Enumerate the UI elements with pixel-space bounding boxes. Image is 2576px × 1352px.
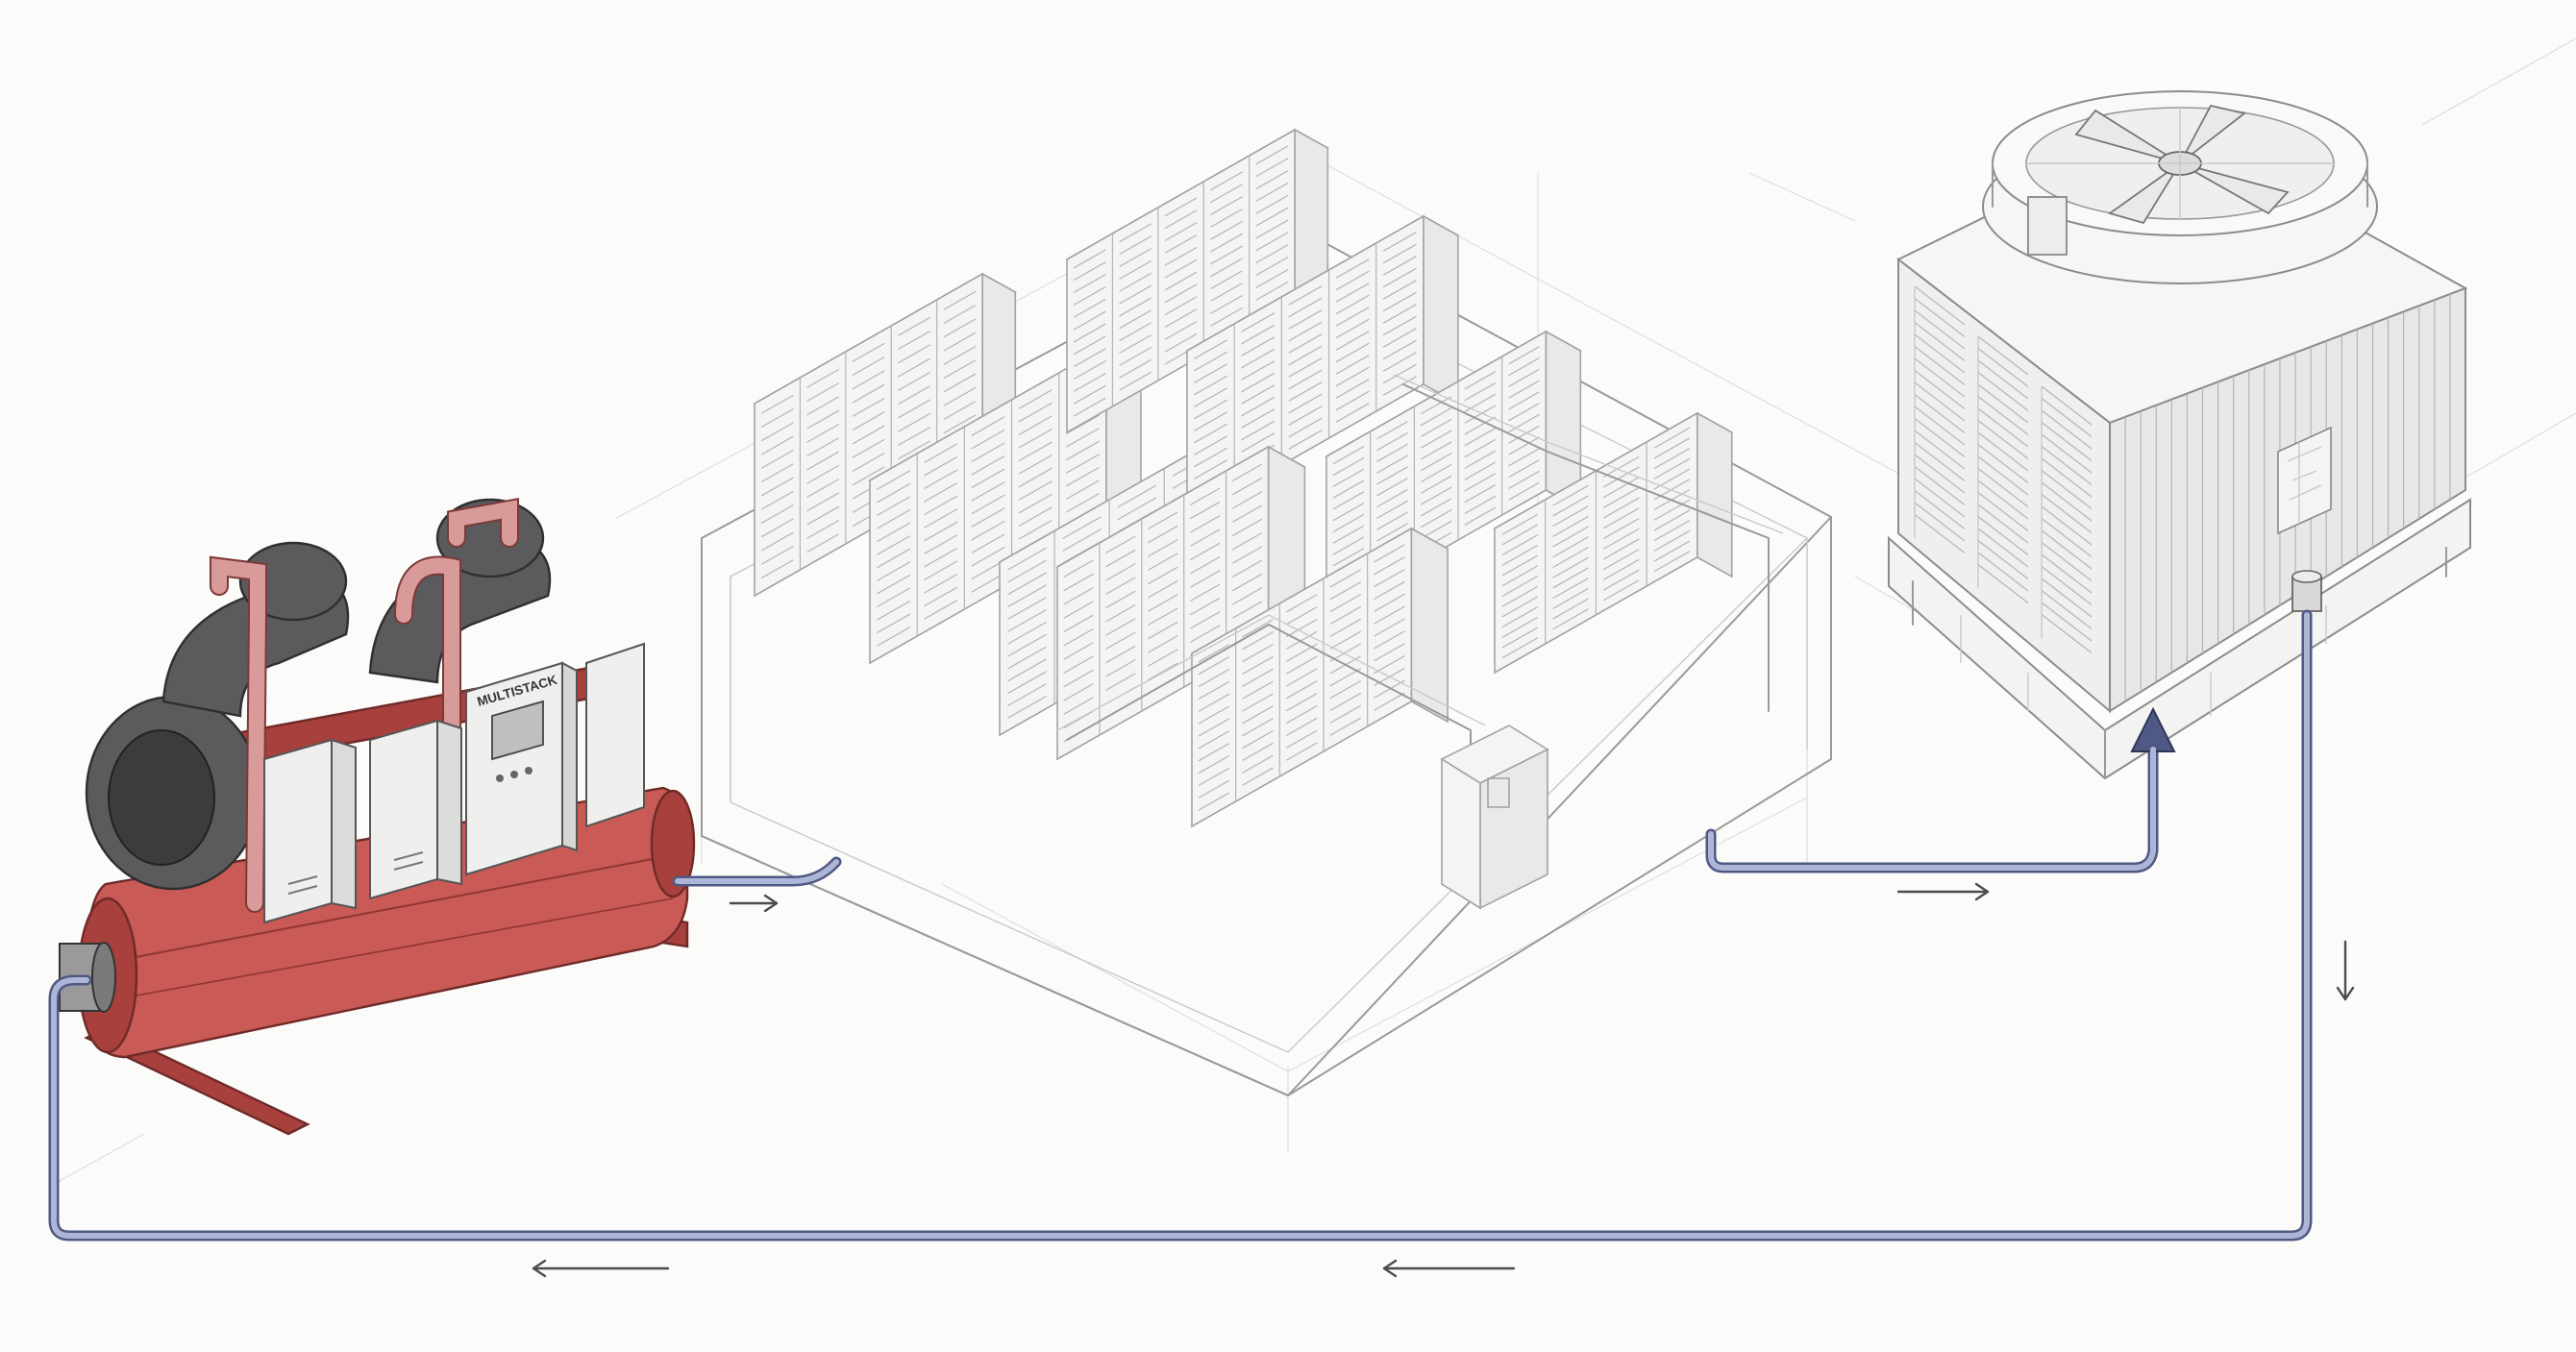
chiller-control-panel: MULTISTACK xyxy=(465,642,645,876)
server-rack-row xyxy=(1065,128,1329,434)
tower-outlet-nozzle xyxy=(2291,570,2322,612)
server-rack-row xyxy=(1185,214,1460,521)
control-display xyxy=(491,700,544,761)
flow-arrow-right xyxy=(1896,882,1990,901)
cable-tray xyxy=(1402,383,1770,712)
server-rack-rows xyxy=(753,128,1734,828)
server-rack-row xyxy=(1325,330,1582,617)
flow-arrow-left xyxy=(1382,1259,1516,1278)
tower-fan-icon xyxy=(1982,90,2378,284)
water-cooled-chiller-icon: MULTISTACK xyxy=(59,498,696,1136)
refrigerant-piping xyxy=(210,498,519,913)
flow-direction-arrows xyxy=(532,882,2355,1278)
crah-unit xyxy=(1440,725,1549,910)
starter-panel xyxy=(263,719,462,924)
flow-arrow-right xyxy=(729,894,779,913)
server-rack-row xyxy=(1493,411,1734,675)
flow-arrow-left xyxy=(532,1259,670,1278)
server-room-icon xyxy=(701,128,1832,1096)
water-loop-pipe xyxy=(48,609,2313,1241)
server-rack-row xyxy=(1190,527,1449,828)
cooling-tower-icon xyxy=(1888,90,2471,780)
flow-arrow-down xyxy=(2336,940,2355,1001)
tower-nameplate xyxy=(2277,426,2332,535)
tower-louvers xyxy=(1914,285,2093,653)
